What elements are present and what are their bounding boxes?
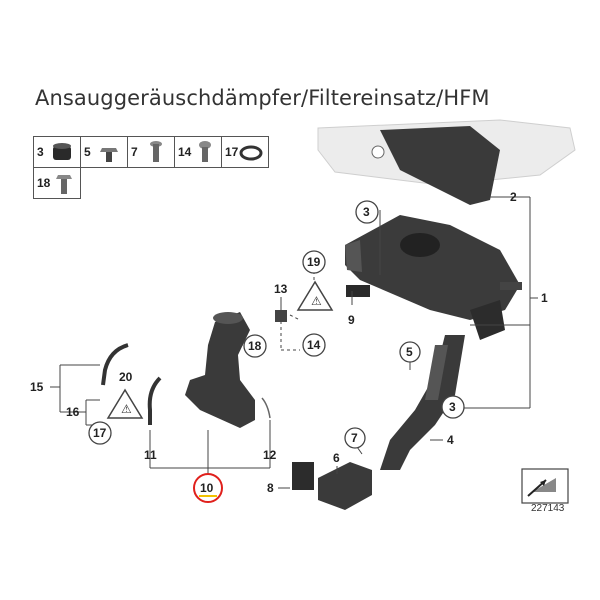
screw-icon [150, 141, 162, 162]
callout-3-bottom[interactable]: 3 [449, 400, 456, 414]
callout-15[interactable]: 15 [30, 380, 44, 394]
legend-cell-18[interactable]: 18 [33, 167, 81, 199]
legend-cell-14[interactable]: 14 [174, 136, 222, 168]
callout-17-circle[interactable] [88, 421, 112, 445]
svg-text:⚠: ⚠ [311, 294, 322, 308]
bolt-icon [199, 141, 211, 162]
warning-triangle-19: ⚠ [296, 280, 334, 311]
legend-number: 5 [84, 145, 91, 159]
legend-cell-17[interactable]: 17 [221, 136, 269, 168]
callout-1[interactable]: 1 [541, 291, 548, 305]
callout-7-circle[interactable] [344, 427, 366, 449]
legend-number: 17 [225, 145, 239, 159]
legend-cell-5[interactable]: 5 [80, 136, 128, 168]
callout-8[interactable]: 8 [267, 481, 274, 495]
legend-number: 7 [131, 145, 138, 159]
o-ring-icon [239, 145, 263, 161]
legend-number: 14 [178, 145, 192, 159]
callout-18-circle[interactable] [243, 334, 267, 358]
callout-16[interactable]: 16 [66, 405, 80, 419]
bracket-piece [292, 462, 314, 490]
callout-12[interactable]: 12 [263, 448, 277, 462]
callout-19[interactable]: 19 [307, 255, 321, 269]
callout-3-top-circle[interactable] [355, 200, 379, 224]
air-filter-housing [345, 215, 522, 340]
engine-cover [317, 119, 576, 205]
warning-triangle-20: ⚠ [106, 388, 144, 419]
callout-9[interactable]: 9 [348, 313, 355, 327]
callout-18[interactable]: 18 [248, 339, 262, 353]
reference-number: 227143 [531, 503, 565, 514]
legend-number: 18 [37, 176, 51, 190]
callout-3-bottom-circle[interactable] [441, 395, 465, 419]
callout-10[interactable]: 10 [200, 481, 214, 495]
duct-inlet [318, 462, 372, 510]
clip-nut-icon [100, 148, 118, 162]
callout-6[interactable]: 6 [333, 451, 340, 465]
callout-13[interactable]: 13 [274, 282, 288, 296]
rubber-bushing-icon [53, 143, 71, 160]
callout-14[interactable]: 14 [307, 338, 321, 352]
callout-19-circle[interactable] [302, 250, 326, 274]
intake-duct [380, 335, 465, 470]
callout-2[interactable]: 2 [510, 190, 517, 204]
breather-hose [101, 343, 129, 386]
callout-5[interactable]: 5 [406, 345, 413, 359]
callout-5-circle[interactable] [399, 341, 421, 363]
callout-11[interactable]: 11 [144, 448, 157, 462]
stud-bolt-icon [56, 175, 72, 194]
hfm-intake-pipe [185, 312, 255, 428]
callout-17[interactable]: 17 [93, 426, 107, 440]
svg-text:⚠: ⚠ [121, 402, 132, 416]
legend-number: 3 [37, 145, 44, 159]
callout-3-top[interactable]: 3 [363, 205, 370, 219]
callout-14-circle[interactable] [302, 333, 326, 357]
diagram-title: Ansauggeräuschdämpfer/Filtereinsatz/HFM [35, 86, 490, 110]
filter-tab [346, 285, 370, 297]
vent-hose [147, 376, 162, 425]
callout-7[interactable]: 7 [351, 431, 358, 445]
reference-box[interactable] [521, 468, 569, 504]
callout-20[interactable]: 20 [119, 370, 133, 384]
legend-cell-3[interactable]: 3 [33, 136, 81, 168]
callout-4[interactable]: 4 [447, 433, 454, 447]
legend-cell-7[interactable]: 7 [127, 136, 175, 168]
arrow-icon [540, 480, 546, 486]
hose-clamp [261, 397, 271, 419]
